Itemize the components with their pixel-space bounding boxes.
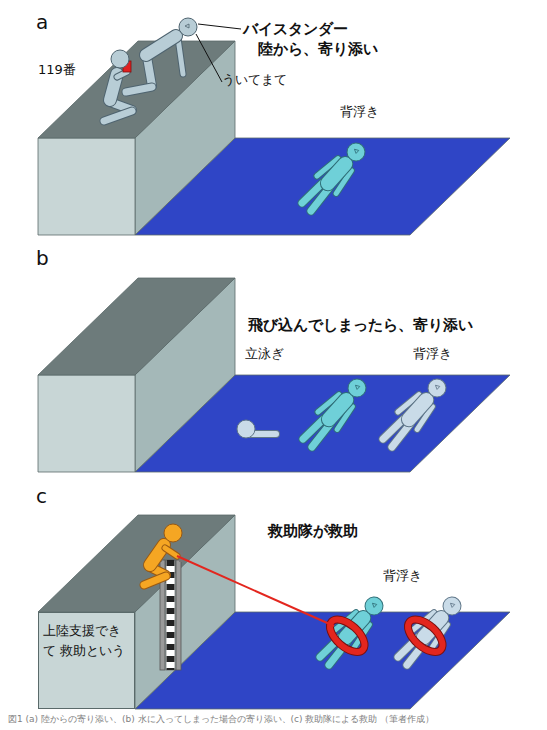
annotation-text: 背浮き (340, 104, 379, 120)
quay-top-face (38, 515, 235, 612)
head (111, 50, 129, 68)
limb-outline (329, 400, 346, 419)
floating-person (297, 137, 372, 216)
quay-front-face: 上陸支援できて 救助という (38, 612, 135, 709)
limb (409, 400, 426, 419)
limb-outline (117, 72, 127, 77)
figure-caption: 図1 (a) 陸からの寄り添い、(b) 水に入ってしまった場合の寄り添い、(c)… (8, 714, 434, 725)
eye (371, 602, 377, 608)
limb (165, 548, 177, 556)
ladder-rail (176, 560, 181, 670)
annotation-text: バイスタンダー (243, 20, 348, 38)
quay-front-face (38, 138, 135, 235)
quay-top-face (38, 278, 235, 375)
life-ring-outline (402, 613, 448, 657)
head (237, 420, 255, 438)
panel-letter: a (36, 10, 48, 34)
bystander-watching (126, 18, 197, 92)
head (361, 593, 386, 618)
annotation-text: 立泳ぎ (245, 346, 284, 362)
head (344, 375, 369, 400)
panel-letter: b (36, 246, 49, 270)
head (164, 524, 182, 542)
bystander-calling (104, 50, 132, 121)
life-ring (324, 613, 370, 657)
leader-line (196, 34, 222, 82)
annotation-text: ういてまて (222, 72, 287, 88)
head (343, 139, 368, 164)
head (179, 18, 197, 36)
head (439, 593, 464, 618)
limb-outline (144, 576, 166, 585)
quay-top-face (38, 41, 235, 138)
rescue-rope (177, 556, 334, 626)
rescuer (144, 524, 182, 585)
panel-letter: c (36, 484, 47, 508)
limb (104, 111, 132, 121)
limb (117, 72, 127, 77)
treading-swimmer (237, 420, 276, 438)
floating-person (298, 373, 373, 452)
annotation-text: 救助隊が救助 (268, 522, 358, 540)
limb-outline (165, 548, 177, 556)
eye (449, 602, 455, 608)
limb (329, 400, 346, 419)
annotation-text: 陸から、寄り添い (258, 40, 378, 58)
limb (146, 36, 176, 55)
head (424, 375, 449, 400)
limb-outline (409, 400, 426, 419)
floating-person (378, 373, 453, 452)
life-ring (402, 613, 448, 657)
node-text: 上陸支援できて 救助という (39, 613, 134, 660)
limb-outline (104, 111, 132, 121)
life-ring-outline (324, 613, 370, 657)
limb-outline (146, 36, 176, 55)
eye (185, 24, 189, 28)
eye (353, 148, 359, 154)
limb (178, 38, 183, 74)
floating-person (309, 585, 396, 675)
eye (354, 384, 360, 390)
limb-outline (126, 87, 152, 92)
limb-outline (328, 164, 345, 183)
limb (144, 576, 166, 585)
floating-person (387, 585, 474, 675)
annotation-text: 背浮き (383, 568, 422, 584)
limb (126, 87, 152, 92)
leader-line (198, 24, 241, 29)
annotation-text: 119番 (38, 62, 76, 78)
annotation-text: 飛び込んでしまったら、寄り添い (248, 316, 473, 334)
limb (328, 164, 345, 183)
eye (434, 384, 440, 390)
limb-outline (178, 38, 183, 74)
annotation-text: 背浮き (413, 346, 452, 362)
quay-front-face (38, 375, 135, 472)
